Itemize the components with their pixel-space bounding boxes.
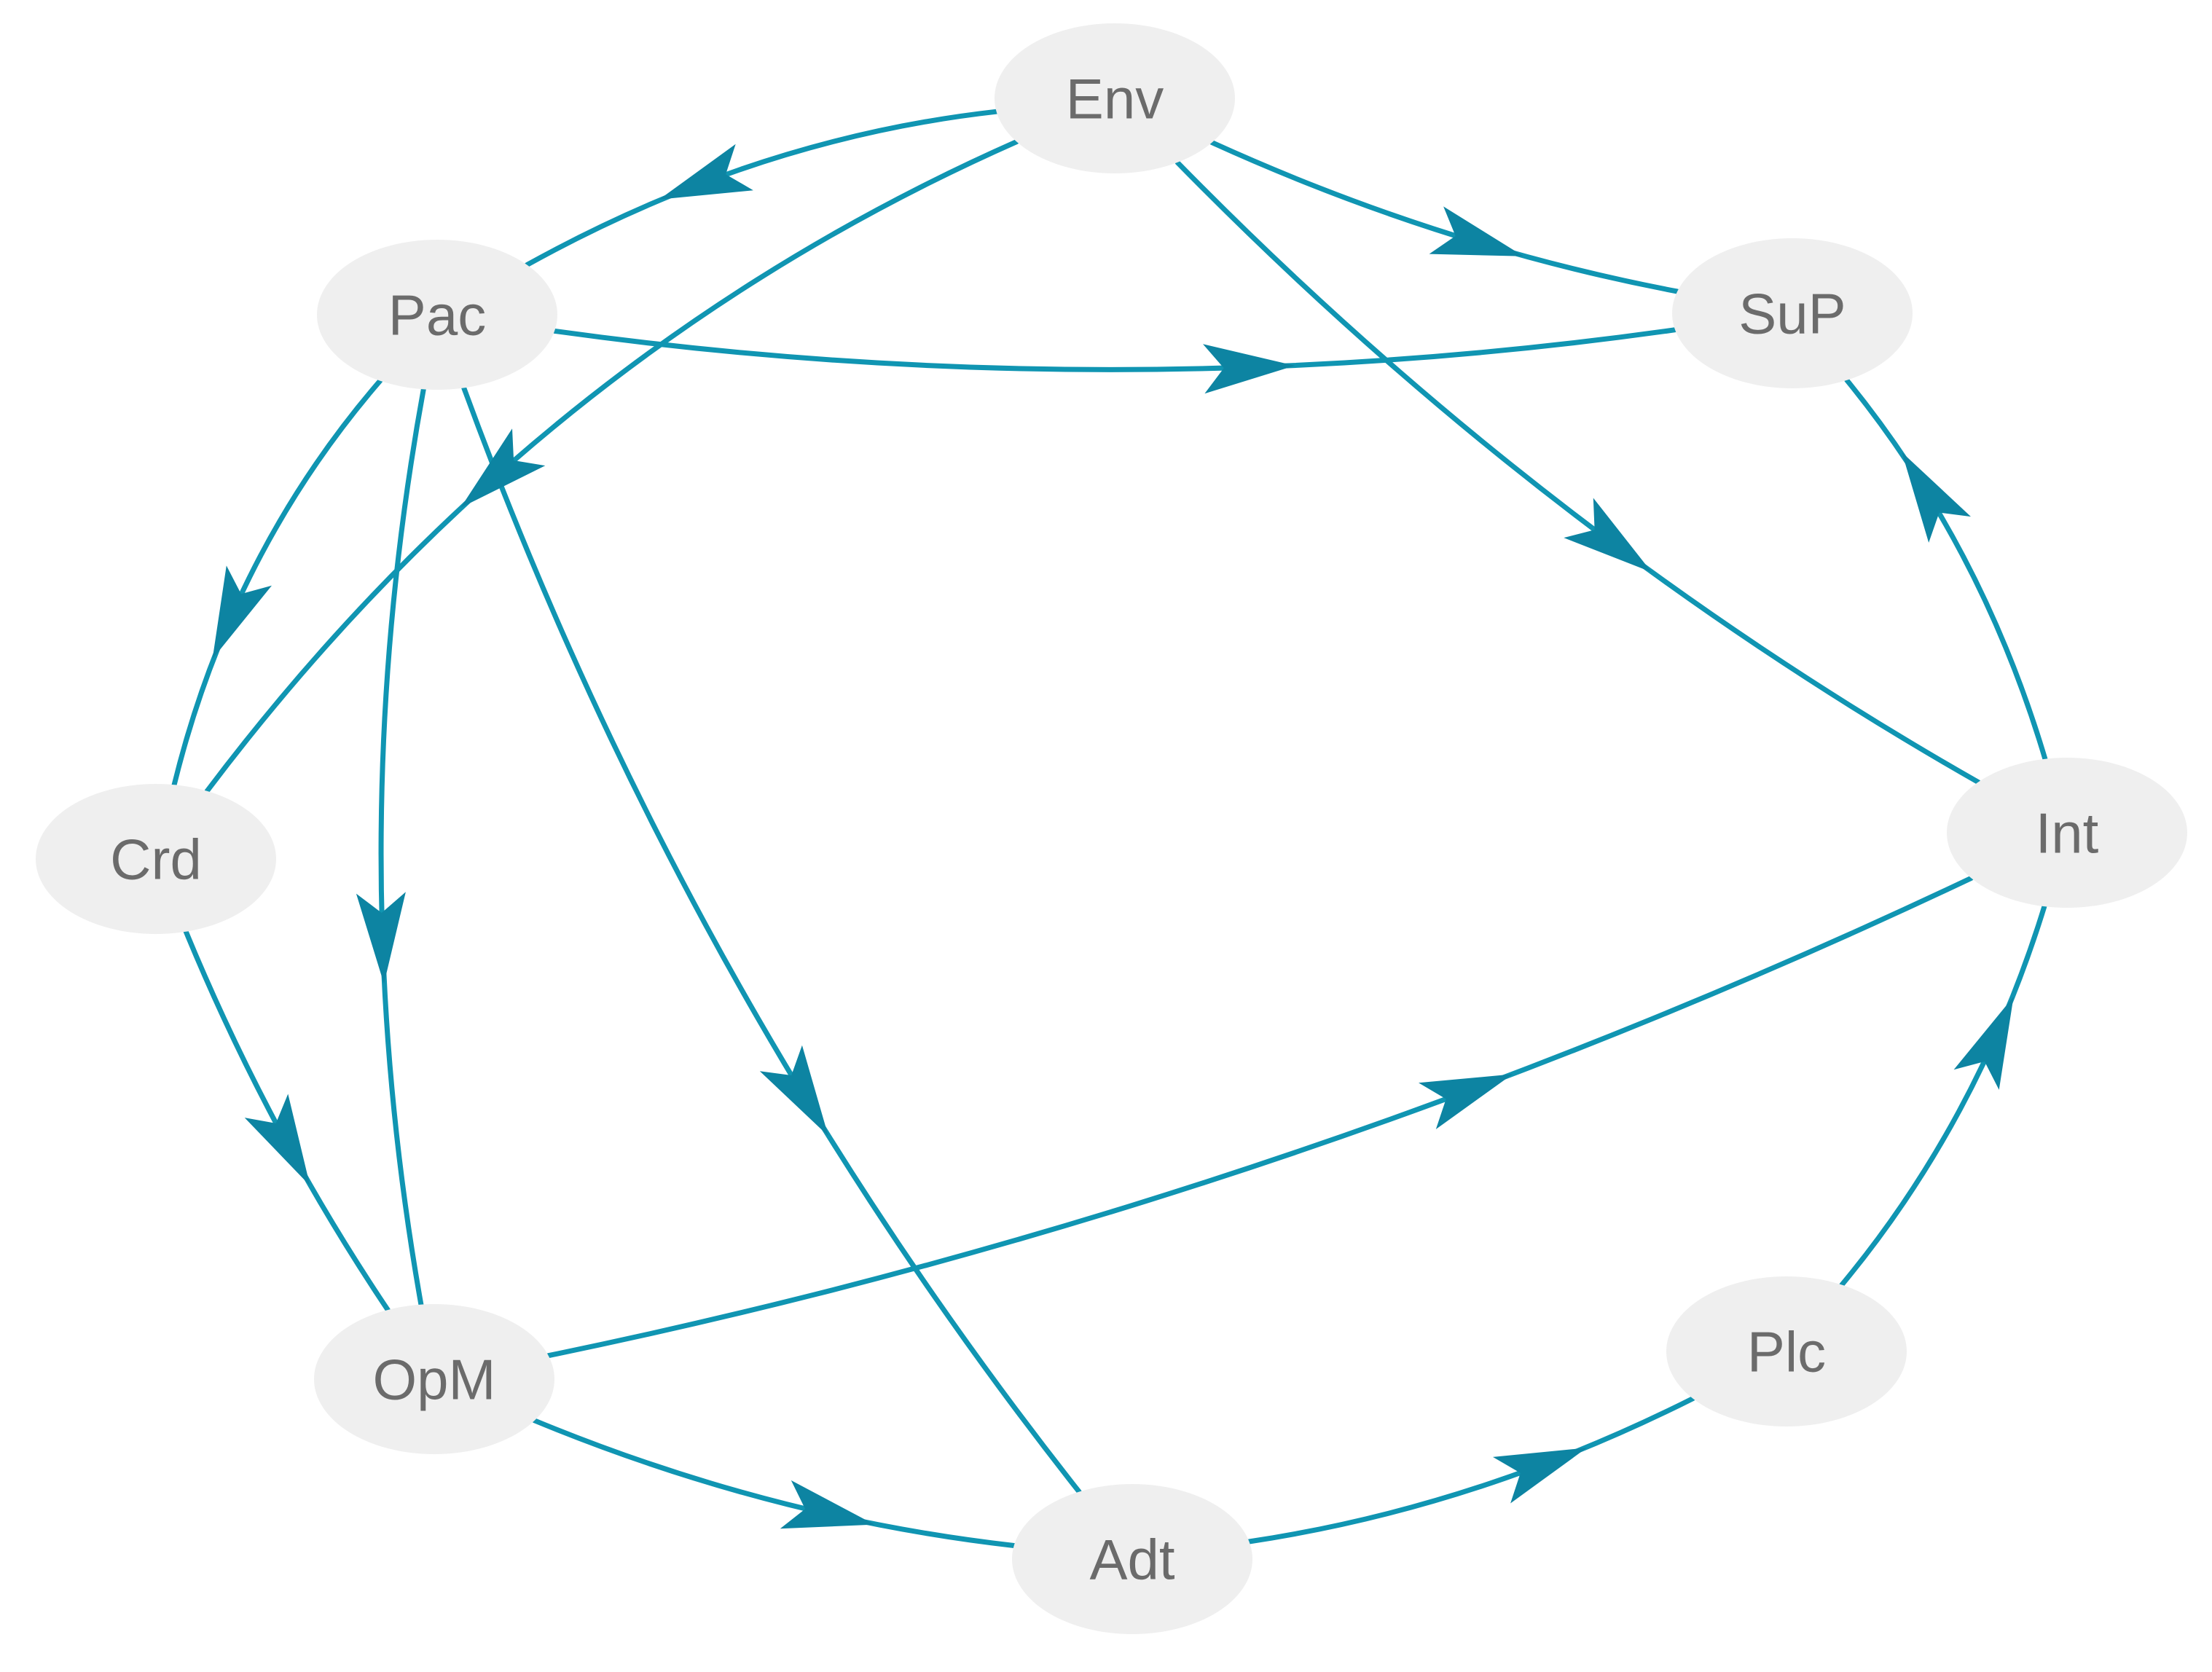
node-label-Plc: Plc [1747,1319,1826,1383]
arrowhead-Pac-OpM [356,892,406,984]
arrowhead-Crd-OpM [244,1094,310,1186]
edge-Pac-Crd [171,378,383,788]
node-ellipse-SuP [1672,238,1913,388]
node-Pac: Pac [317,240,557,390]
node-Plc: Plc [1666,1276,1907,1426]
node-label-Env: Env [1066,66,1164,130]
edge-Adt-Plc [1246,1396,1695,1545]
node-label-Adt: Adt [1089,1527,1174,1591]
arrowhead-Env-Crd [460,428,546,508]
node-label-SuP: SuP [1738,281,1846,345]
edge-Env-Int [1174,160,1981,785]
node-SuP: SuP [1672,238,1913,388]
edge-Pac-SuP [552,327,1678,372]
arrowhead-Pac-Adt [759,1045,828,1137]
arrowhead-Adt-Plc [1493,1448,1587,1504]
arrowhead-Pac-SuP [1203,344,1295,394]
node-Crd: Crd [36,784,276,934]
node-ellipse-Adt [1012,1484,1252,1634]
node-ellipse-Plc [1666,1276,1907,1426]
edge-Pac-OpM [378,386,426,1308]
arrowhead-Plc-Int [1953,996,2014,1090]
arrowhead-Env-SuP [1429,206,1524,256]
node-Adt: Adt [1012,1484,1252,1634]
edge-Env-Crd [204,139,1019,794]
node-ellipse-OpM [314,1304,554,1454]
node-ellipse-Pac [317,240,557,390]
arrowhead-OpM-Int [1419,1074,1513,1129]
edge-Plc-Int [1839,903,2047,1288]
node-Int: Int [1947,758,2187,908]
edge-OpM-Adt [532,1418,1017,1548]
arrowhead-OpM-Adt [780,1480,875,1529]
node-label-Crd: Crd [110,827,202,891]
edge-Env-SuP [1209,140,1680,294]
arrowhead-Env-Int [1564,498,1652,573]
node-ellipse-Env [995,23,1235,173]
edge-Pac-Adt [461,385,1082,1495]
node-label-Pac: Pac [388,283,486,347]
node-ellipse-Int [1947,758,2187,908]
node-label-OpM: OpM [372,1347,495,1411]
edge-Int-SuP [1844,377,2048,762]
edge-OpM-Int [546,875,1974,1359]
arrowhead-Int-SuP [1902,452,1971,543]
node-Env: Env [995,23,1235,173]
node-ellipse-Crd [36,784,276,934]
node-OpM: OpM [314,1304,554,1454]
edge-Env-Pac [524,109,1000,268]
arrowhead-Pac-Crd [212,565,272,659]
arrowhead-Env-Pac [659,144,753,200]
node-label-Int: Int [2036,801,2099,865]
